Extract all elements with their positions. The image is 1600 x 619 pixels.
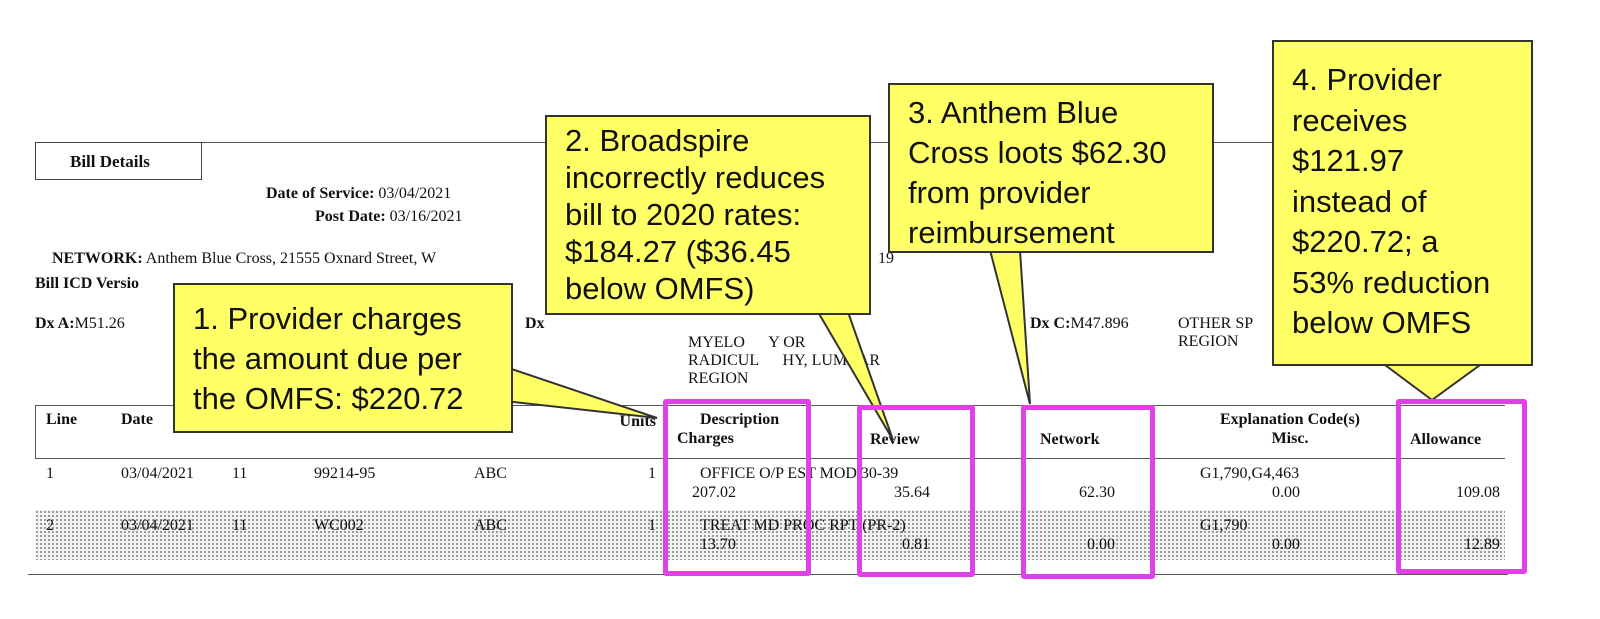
highlight-allowance-column xyxy=(1396,399,1527,574)
icd-version-label: Bill ICD Versio xyxy=(35,275,140,292)
callout-3-line: Cross loots $62.30 xyxy=(908,135,1167,170)
dx-c-label: Dx C: xyxy=(1030,315,1071,332)
date-of-service-value: 03/04/2021 xyxy=(378,185,452,202)
row-2-charges: 13.70 xyxy=(700,536,736,553)
network-line: NETWORK: Anthem Blue Cross, 21555 Oxnard… xyxy=(52,250,436,268)
bill-details-tab: Bill Details xyxy=(35,142,202,180)
callout-2-line: below OMFS) xyxy=(565,271,755,306)
highlight-network-column xyxy=(1021,405,1155,579)
callout-1-line: 1. Provider charges xyxy=(193,301,462,336)
row-1-explanation: G1,790,G4,463 xyxy=(1200,465,1300,482)
row-1-code: 99214-95 xyxy=(314,465,376,482)
row-1-date: 03/04/2021 xyxy=(121,465,194,482)
callout-4-line: 4. Provider xyxy=(1292,62,1442,97)
row-2-explanation: G1,790 xyxy=(1200,517,1248,534)
callout-3-line: from provider xyxy=(908,175,1091,210)
header-date: Date xyxy=(121,411,153,428)
callout-4: 4. Provider receives $121.97 instead of … xyxy=(1272,40,1533,366)
table-top-rule xyxy=(35,405,1505,406)
row-2-pos: 11 xyxy=(232,517,248,534)
dx-a-code: M51.26 xyxy=(74,315,125,332)
row-2-allowance: 12.89 xyxy=(1464,536,1500,553)
header-misc: Misc. xyxy=(1271,430,1309,447)
dx-c: Dx C:M47.896 xyxy=(1030,315,1129,333)
row-1-pos: 11 xyxy=(232,465,248,482)
dx-b-label: Dx xyxy=(525,315,545,332)
section-title: Bill Details xyxy=(70,152,150,171)
post-date-value: 03/16/2021 xyxy=(389,208,463,225)
row-1-line: 1 xyxy=(46,465,54,482)
highlight-review-column xyxy=(857,405,975,577)
dx-c-desc-line: OTHER SP xyxy=(1178,315,1254,332)
row-1-network: 62.30 xyxy=(1079,484,1115,501)
post-date: Post Date: 03/16/2021 xyxy=(315,208,463,226)
callout-4-line: below OMFS xyxy=(1292,305,1472,340)
row-2-line: 2 xyxy=(46,517,54,534)
callout-3-line: 3. Anthem Blue xyxy=(908,95,1119,130)
header-description: Description xyxy=(700,411,780,428)
dx-c-code: M47.896 xyxy=(1070,315,1129,332)
row-2-date: 03/04/2021 xyxy=(121,517,194,534)
callout-1-line: the OMFS: $220.72 xyxy=(193,381,464,416)
network-value: Anthem Blue Cross, 21555 Oxnard Street, … xyxy=(145,250,437,267)
callout-2-line: 2. Broadspire xyxy=(565,123,750,158)
row-2-units: 1 xyxy=(648,517,656,534)
highlight-charges-column xyxy=(663,399,811,576)
table-header-rule xyxy=(35,458,1505,459)
dx-a: Dx A:M51.26 xyxy=(35,315,125,333)
date-of-service: Date of Service: 03/04/2021 xyxy=(266,185,451,203)
row-1-allowance: 109.08 xyxy=(1456,484,1500,501)
row-1-review: 35.64 xyxy=(894,484,930,501)
callout-4-line: instead of xyxy=(1292,183,1427,219)
header-review: Review xyxy=(870,431,920,448)
dx-c-desc-line: REGION xyxy=(1178,333,1239,350)
row-2-misc: 0.00 xyxy=(1272,536,1300,553)
dx-b-desc-line: REGION xyxy=(688,370,749,387)
callout-2-line: bill to 2020 rates: xyxy=(565,197,802,232)
callout-3: 3. Anthem Blue Cross loots $62.30 from p… xyxy=(888,83,1214,253)
header-charges: Charges xyxy=(677,430,734,447)
row-2-shading xyxy=(35,510,1505,560)
header-line: Line xyxy=(46,411,78,428)
network-label: NETWORK: xyxy=(52,250,143,267)
dx-b-desc-line: MYELO Y OR xyxy=(688,334,806,351)
date-of-service-label: Date of Service: xyxy=(266,185,375,202)
callout-4-line: receives xyxy=(1292,102,1408,138)
row-2-review: 0.81 xyxy=(902,536,930,553)
header-explanation: Explanation Code(s) xyxy=(1219,411,1361,428)
dx-a-label: Dx A: xyxy=(35,315,75,332)
row-1-charges: 207.02 xyxy=(692,484,736,501)
callout-4-pointer xyxy=(1381,364,1484,402)
row-1-mod: ABC xyxy=(474,465,507,482)
callout-4-line: $121.97 xyxy=(1292,143,1405,178)
callout-2-line: incorrectly reduces xyxy=(565,160,826,195)
row-2-mod: ABC xyxy=(474,517,507,534)
dx-c-description: OTHER SP REGION xyxy=(1178,315,1253,351)
network-tail: 19 xyxy=(878,250,894,267)
callout-2: 2. Broadspire incorrectly reduces bill t… xyxy=(545,115,871,315)
row-1-description: OFFICE O/P EST MOD 30-39 xyxy=(700,465,899,482)
row-2-code: WC002 xyxy=(314,517,364,534)
callout-2-line: $184.27 ($36.45 xyxy=(565,234,791,269)
table-left-border xyxy=(35,405,36,458)
callout-1-line: the amount due per xyxy=(193,341,462,376)
row-1-misc: 0.00 xyxy=(1272,484,1300,501)
post-date-label: Post Date: xyxy=(315,208,386,225)
header-network: Network xyxy=(1040,431,1100,448)
row-2-description: TREAT MD PROC RPT (PR-2) xyxy=(700,517,906,534)
callout-4-line: $220.72; a xyxy=(1292,224,1439,259)
row-2-network: 0.00 xyxy=(1087,536,1115,553)
header-allowance: Allowance xyxy=(1410,431,1482,448)
callout-4-line: 53% reduction xyxy=(1292,264,1491,300)
callout-3-pointer xyxy=(988,249,1031,405)
callout-1: 1. Provider charges the amount due per t… xyxy=(173,283,513,433)
row-1-units: 1 xyxy=(648,465,656,482)
callout-3-line: reimbursement xyxy=(908,215,1115,250)
